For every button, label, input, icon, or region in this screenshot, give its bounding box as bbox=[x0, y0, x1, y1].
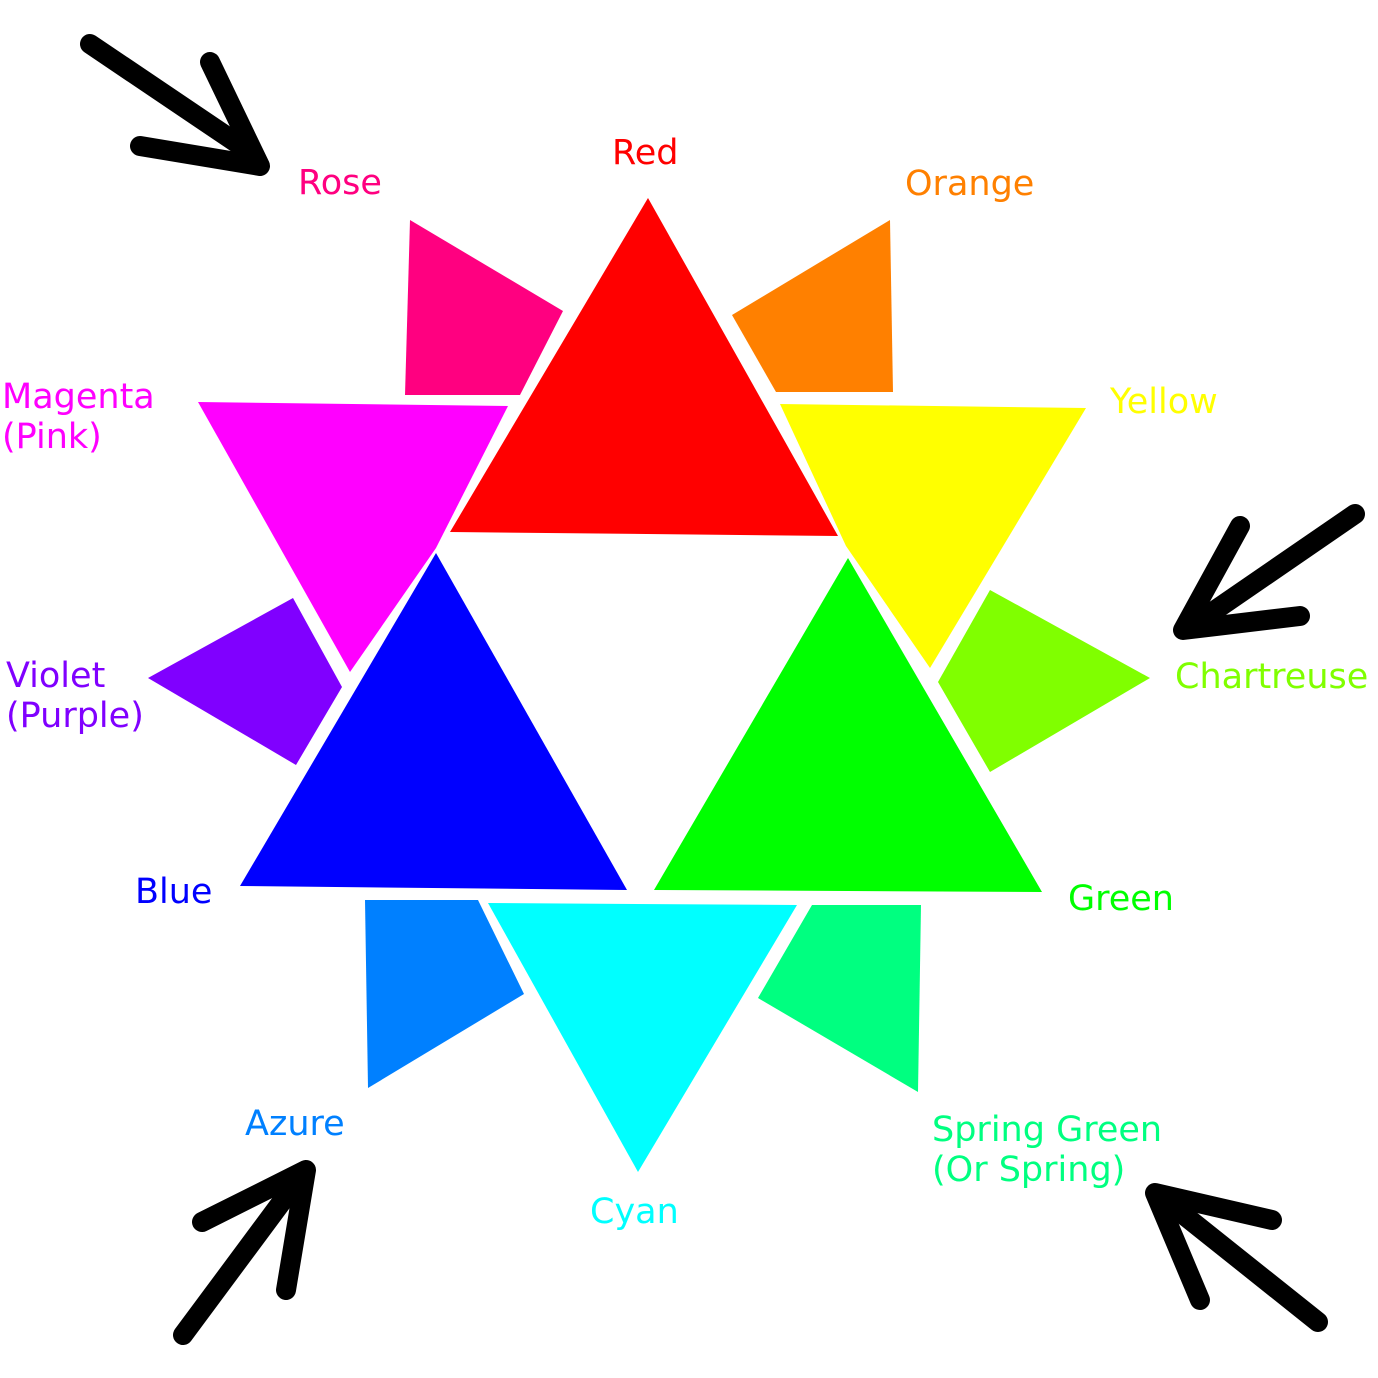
green-label-line: Green bbox=[1068, 879, 1174, 919]
rose-label-line: Rose bbox=[298, 163, 382, 203]
yellow-triangle bbox=[780, 404, 1086, 668]
arrow-to-rose bbox=[80, 34, 270, 176]
green-label: Green bbox=[1068, 879, 1174, 919]
violet-label-line: Violet bbox=[6, 656, 106, 696]
azure-label-line: Azure bbox=[245, 1104, 345, 1144]
azure-label: Azure bbox=[245, 1104, 345, 1144]
yellow-label-line: Yellow bbox=[1110, 382, 1218, 422]
spring-green-triangle bbox=[758, 905, 921, 1092]
spring-green-label: Spring Green(Or Spring) bbox=[932, 1110, 1162, 1190]
chartreuse-label-line: Chartreuse bbox=[1175, 657, 1369, 697]
yellow-label: Yellow bbox=[1110, 382, 1218, 422]
blue-label: Blue bbox=[135, 872, 212, 912]
arrow-shaft bbox=[1185, 504, 1365, 634]
red-triangle bbox=[450, 198, 838, 536]
magenta-label-line: (Pink) bbox=[2, 417, 102, 457]
chartreuse-triangle bbox=[938, 590, 1150, 772]
red-label-line: Red bbox=[612, 133, 679, 173]
red-label: Red bbox=[612, 133, 679, 173]
arrow-head bbox=[130, 52, 270, 176]
green-triangle bbox=[654, 558, 1042, 892]
color-triangles bbox=[148, 198, 1150, 1172]
violet-triangle bbox=[148, 598, 342, 765]
orange-label-line: Orange bbox=[905, 164, 1035, 204]
rose-label: Rose bbox=[298, 163, 382, 203]
magenta-triangle bbox=[198, 402, 508, 672]
arrow-to-azure bbox=[173, 1160, 316, 1345]
cyan-triangle bbox=[488, 903, 797, 1172]
spring-green-label-line: (Or Spring) bbox=[932, 1150, 1126, 1190]
blue-label-line: Blue bbox=[135, 872, 213, 912]
arrows bbox=[80, 34, 1365, 1345]
blue-triangle bbox=[240, 553, 627, 890]
magenta-label: Magenta(Pink) bbox=[2, 377, 155, 457]
orange-label: Orange bbox=[905, 164, 1034, 204]
orange-triangle bbox=[732, 220, 893, 392]
cyan-label: Cyan bbox=[590, 1192, 679, 1232]
cyan-label-line: Cyan bbox=[590, 1192, 679, 1232]
arrow-head bbox=[1173, 516, 1310, 640]
arrow-head bbox=[1145, 1183, 1282, 1310]
violet-label-line: (Purple) bbox=[6, 696, 144, 736]
rose-triangle bbox=[405, 220, 563, 395]
arrow-shaft bbox=[1155, 1190, 1328, 1332]
violet-label: Violet(Purple) bbox=[6, 656, 144, 736]
arrow-to-chartreuse bbox=[1173, 504, 1365, 640]
spring-green-label-line: Spring Green bbox=[932, 1110, 1163, 1150]
azure-triangle bbox=[365, 900, 524, 1088]
arrow-head bbox=[192, 1160, 316, 1300]
arrow-to-spring-green bbox=[1145, 1183, 1328, 1332]
chartreuse-label: Chartreuse bbox=[1175, 657, 1368, 697]
arrow-shaft bbox=[173, 1170, 308, 1345]
magenta-label-line: Magenta bbox=[2, 377, 155, 417]
arrow-shaft bbox=[80, 34, 260, 162]
